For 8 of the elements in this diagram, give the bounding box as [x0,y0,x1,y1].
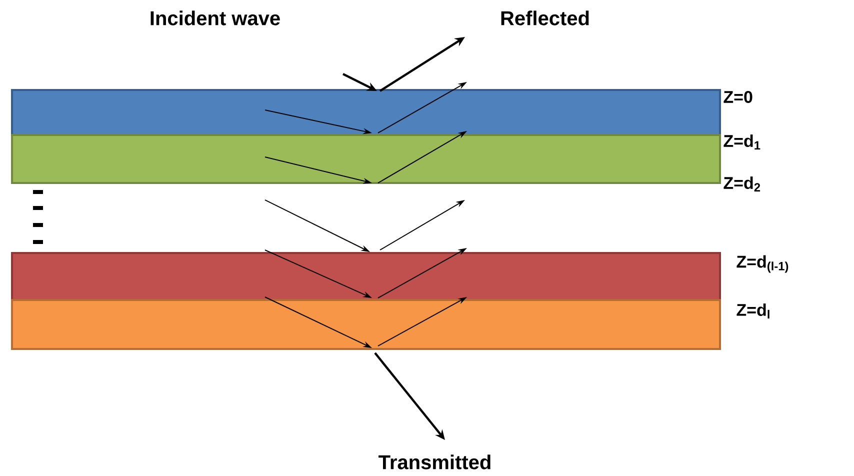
text-label: Z=d$_{1}$ [724,134,760,150]
text-label: Transmitted [378,454,490,470]
text-label: Z=d$_{l}$ [736,304,770,318]
text-label: Z=0 [724,90,752,104]
text-label: Z=d$_{2}$ [724,176,760,192]
text-label: Z=d$_{(l-1)}$ [736,255,788,273]
text-label: Incident wave [150,10,280,26]
text-label: Reflected [501,10,589,26]
